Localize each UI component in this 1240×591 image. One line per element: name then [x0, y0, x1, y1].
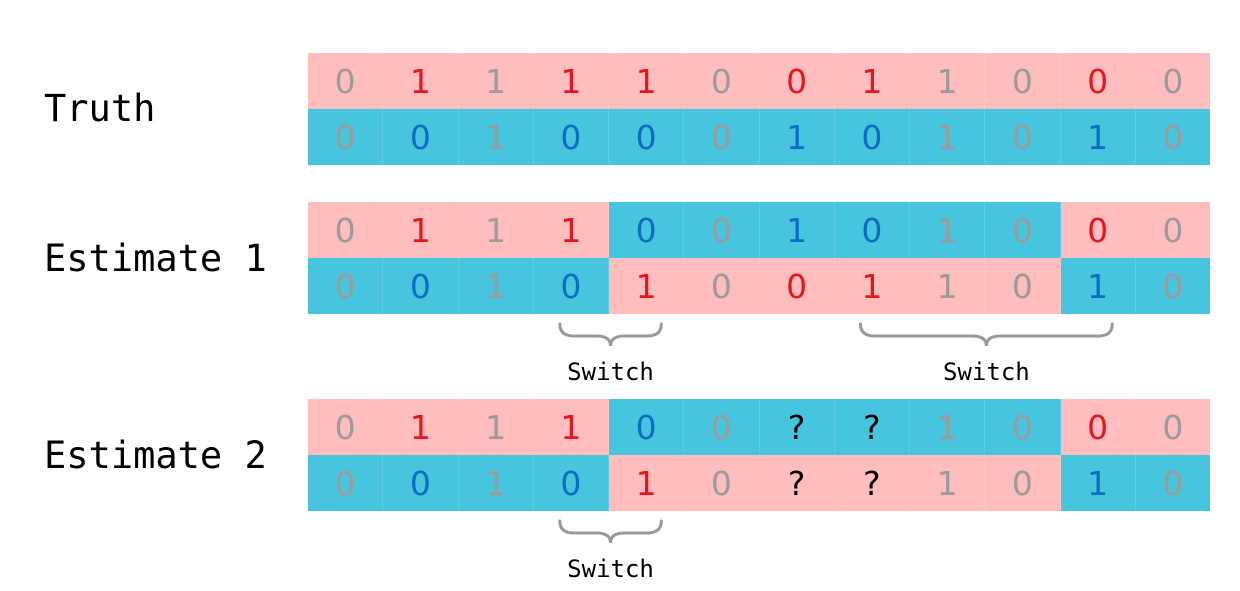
- allele-cell: ?: [834, 455, 910, 511]
- switch-label: Switch: [567, 555, 654, 583]
- allele-cell: 0: [684, 399, 760, 455]
- allele-cell: 1: [383, 202, 459, 258]
- allele-cell: 0: [383, 258, 459, 314]
- allele-cell: 0: [609, 202, 685, 258]
- allele-cell: 0: [985, 455, 1061, 511]
- allele-cell: 1: [458, 202, 534, 258]
- allele-cell: 0: [1135, 202, 1210, 258]
- switch-brace: [558, 519, 663, 544]
- allele-cell: 0: [308, 109, 384, 165]
- allele-cell: 0: [308, 258, 384, 314]
- allele-cell: 1: [910, 202, 986, 258]
- allele-cell: 0: [308, 399, 384, 455]
- switch-label: Switch: [943, 358, 1030, 386]
- allele-cell: 0: [684, 53, 760, 109]
- allele-cell: 1: [910, 109, 986, 165]
- allele-cell: 0: [985, 109, 1061, 165]
- allele-cell: 0: [759, 53, 835, 109]
- allele-cell: 0: [1060, 53, 1136, 109]
- allele-cell: ?: [759, 455, 835, 511]
- allele-cell: 0: [533, 258, 609, 314]
- allele-cell: 0: [985, 202, 1061, 258]
- allele-cell: 0: [533, 109, 609, 165]
- allele-cell: 0: [609, 399, 685, 455]
- allele-cell: 0: [1135, 53, 1210, 109]
- switch-brace: [858, 322, 1114, 347]
- brace-path: [558, 519, 663, 544]
- allele-cell: 1: [1060, 455, 1136, 511]
- allele-cell: 1: [834, 53, 910, 109]
- allele-cell: 0: [985, 258, 1061, 314]
- allele-cell: 0: [533, 455, 609, 511]
- allele-cell: 0: [1135, 399, 1210, 455]
- allele-cell: 1: [1060, 258, 1136, 314]
- allele-cell: 1: [1060, 109, 1136, 165]
- allele-cell: 0: [684, 455, 760, 511]
- allele-cell: 1: [383, 399, 459, 455]
- allele-cell: 0: [834, 109, 910, 165]
- allele-cell: ?: [834, 399, 910, 455]
- allele-cell: 0: [609, 109, 685, 165]
- allele-cell: 0: [985, 53, 1061, 109]
- allele-cell: 0: [383, 109, 459, 165]
- group-label-estimate-2: Estimate 2: [44, 434, 267, 477]
- allele-cell: 0: [684, 109, 760, 165]
- allele-cell: 1: [759, 202, 835, 258]
- allele-cell: 1: [910, 455, 986, 511]
- allele-cell: 1: [910, 399, 986, 455]
- allele-cell: 1: [609, 455, 685, 511]
- allele-cell: 0: [1135, 258, 1210, 314]
- allele-cell: 1: [533, 399, 609, 455]
- allele-cell: 0: [308, 202, 384, 258]
- allele-cell: 1: [533, 53, 609, 109]
- allele-cell: 0: [759, 258, 835, 314]
- allele-cell: 1: [609, 258, 685, 314]
- allele-cell: 1: [458, 258, 534, 314]
- allele-cell: 0: [684, 258, 760, 314]
- switch-brace: [558, 322, 663, 347]
- allele-cell: 1: [458, 399, 534, 455]
- allele-cell: 0: [985, 399, 1061, 455]
- allele-cell: 1: [458, 109, 534, 165]
- switch-label: Switch: [567, 358, 654, 386]
- allele-cell: 0: [834, 202, 910, 258]
- allele-cell: 1: [383, 53, 459, 109]
- allele-cell: 0: [308, 53, 384, 109]
- allele-cell: 1: [759, 109, 835, 165]
- allele-cell: 0: [684, 202, 760, 258]
- brace-path: [558, 322, 663, 347]
- allele-cell: 1: [458, 53, 534, 109]
- allele-cell: 0: [308, 455, 384, 511]
- allele-cell: 1: [910, 258, 986, 314]
- allele-cell: 1: [834, 258, 910, 314]
- allele-cell: 1: [458, 455, 534, 511]
- allele-cell: ?: [759, 399, 835, 455]
- group-label-truth: Truth: [44, 87, 156, 130]
- allele-cell: 0: [1135, 455, 1210, 511]
- allele-cell: 0: [1060, 202, 1136, 258]
- group-label-estimate-1: Estimate 1: [44, 237, 267, 280]
- allele-cell: 0: [1135, 109, 1210, 165]
- allele-cell: 1: [910, 53, 986, 109]
- allele-cell: 0: [1060, 399, 1136, 455]
- allele-cell: 1: [609, 53, 685, 109]
- brace-path: [858, 322, 1114, 347]
- allele-cell: 0: [383, 455, 459, 511]
- allele-cell: 1: [533, 202, 609, 258]
